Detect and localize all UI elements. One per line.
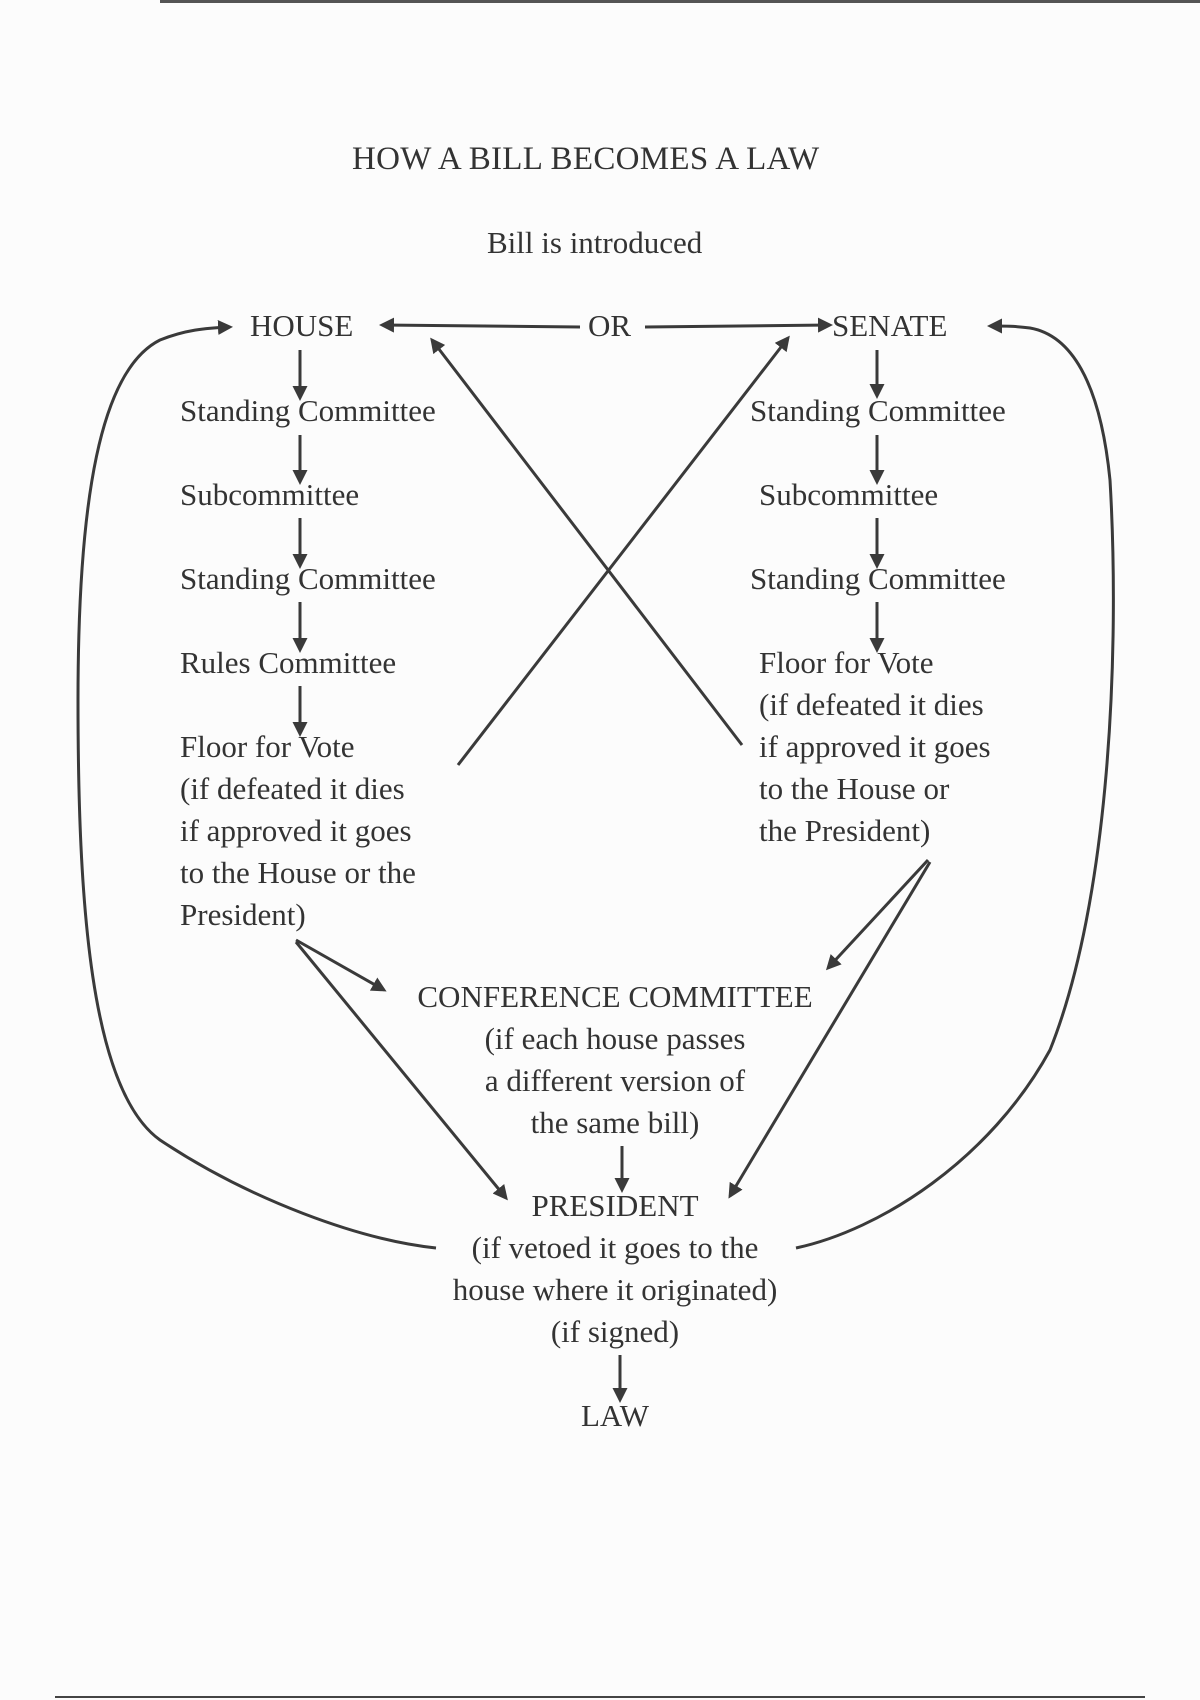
house-step: Standing Committee (180, 393, 436, 428)
house-label: HOUSE (250, 308, 354, 343)
house-step: Standing Committee (180, 561, 436, 596)
house-floor-note: if approved it goes (180, 813, 412, 848)
arrow-veto-to-senate (795, 318, 1115, 1250)
president-note: (if signed) (550, 1314, 680, 1349)
conference-note: the same bill) (530, 1105, 700, 1140)
arrow-house-to-president (294, 941, 508, 1201)
arrow-or-to-house (379, 317, 581, 333)
conference-note: a different version of (484, 1063, 746, 1098)
president-note: house where it originated) (452, 1272, 778, 1307)
bill-introduced-label: Bill is introduced (487, 225, 703, 260)
senate-floor-title: Floor for Vote (759, 645, 934, 680)
house-floor-note: President) (180, 897, 306, 932)
conference-committee-label: CONFERENCE COMMITTEE (417, 979, 813, 1014)
senate-step: Standing Committee (750, 561, 1006, 596)
senate-step: Subcommittee (759, 477, 939, 512)
arrow-or-to-senate (644, 317, 833, 333)
house-floor-note: (if defeated it dies (180, 771, 405, 806)
or-label: OR (588, 308, 632, 343)
scan-bottom-edge (55, 1696, 1145, 1698)
senate-step: Standing Committee (750, 393, 1006, 428)
senate-label: SENATE (832, 308, 948, 343)
president-note: (if vetoed it goes to the (471, 1230, 759, 1265)
arrow-house-floor-to-senate (456, 335, 790, 766)
house-floor-note: to the House or the (180, 855, 416, 890)
senate-floor-note: the President) (759, 813, 931, 848)
arrow-house-to-conference (295, 938, 387, 992)
house-step: Rules Committee (180, 645, 397, 680)
president-label: PRESIDENT (531, 1188, 699, 1223)
senate-floor-note: (if defeated it dies (759, 687, 984, 722)
arrow-senate-to-president (728, 861, 932, 1199)
arrow-veto-to-house (76, 319, 437, 1250)
conference-note: (if each house passes (484, 1021, 746, 1056)
house-floor-title: Floor for Vote (180, 729, 355, 764)
house-step: Subcommittee (180, 477, 360, 512)
arrow-senate-to-conference (825, 858, 930, 971)
page-title: HOW A BILL BECOMES A LAW (352, 141, 820, 177)
scan-top-edge (160, 0, 1200, 3)
arrow-senate-floor-to-house (430, 337, 744, 746)
senate-floor-note: if approved it goes (759, 729, 991, 764)
senate-floor-note: to the House or (759, 771, 950, 806)
law-label: LAW (580, 1398, 650, 1433)
